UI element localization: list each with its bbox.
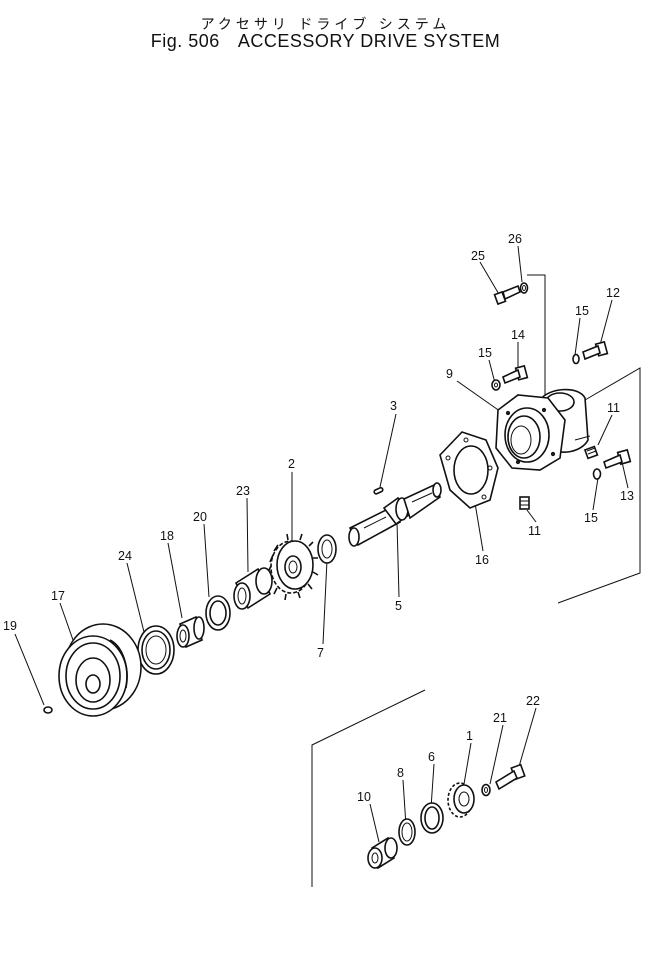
callout: 12 (606, 286, 620, 300)
part-10-bushing (367, 836, 398, 870)
callout: 16 (475, 553, 489, 567)
callout: 15 (575, 304, 589, 318)
callout: 21 (493, 711, 507, 725)
callout: 1 (466, 729, 473, 743)
part-5-shaft (348, 482, 442, 547)
callout: 19 (3, 619, 17, 633)
part-25-bolt (493, 284, 521, 306)
callout: 23 (236, 484, 250, 498)
part-21-washer (481, 783, 491, 797)
callout: 10 (357, 790, 371, 804)
part-16-gasket (439, 431, 499, 509)
callout: 14 (511, 328, 525, 342)
part-2-gear (267, 533, 319, 601)
part-13-bolt (603, 448, 632, 470)
figure-title-text: ACCESSORY DRIVE SYSTEM (237, 31, 501, 51)
part-9-housing (495, 388, 591, 471)
part-8-ring (398, 818, 416, 846)
figure-title: Fig. 506 ACCESSORY DRIVE SYSTEM (0, 31, 651, 52)
part-17-pulley (58, 623, 142, 717)
part-3-key (373, 486, 384, 495)
callout: 5 (395, 599, 402, 613)
part-11-plug-right (583, 445, 599, 460)
figure-number: Fig. 506 (150, 31, 220, 51)
callout: 8 (397, 766, 404, 780)
part-15-washer-right (592, 468, 602, 480)
callout: 11 (528, 524, 541, 538)
part-22-bolt (494, 763, 526, 791)
callout: 15 (584, 511, 598, 525)
part-18-bearing (176, 615, 205, 649)
callout: 3 (390, 399, 397, 413)
callout: 20 (193, 510, 207, 524)
callout: 6 (428, 750, 435, 764)
part-11-plug-bottom (519, 496, 530, 510)
callout: 9 (446, 367, 453, 381)
callout: 18 (160, 529, 174, 543)
part-1-gear (447, 782, 475, 818)
part-6-washer (420, 802, 444, 834)
callout-labels: 26 25 12 15 14 15 9 3 11 2 23 20 18 24 1… (3, 232, 634, 804)
callout: 17 (51, 589, 65, 603)
part-20-ring (205, 595, 231, 631)
callout: 13 (620, 489, 634, 503)
callout: 26 (508, 232, 522, 246)
callout: 25 (471, 249, 485, 263)
callout: 7 (317, 646, 324, 660)
leader-lines (14, 245, 629, 843)
title-japanese: アクセサリ ドライブ システム (200, 17, 451, 33)
callout: 22 (526, 694, 540, 708)
part-24-seal (137, 625, 175, 675)
part-15-washer-upper (572, 353, 580, 365)
callout: 2 (288, 457, 295, 471)
callout: 15 (478, 346, 492, 360)
group-outline-upper (527, 274, 641, 604)
group-outline-lower (311, 689, 426, 887)
part-19-key (43, 706, 53, 714)
callout: 11 (607, 401, 620, 415)
part-14-bolt (502, 364, 529, 385)
part-12-bolt (582, 340, 609, 361)
part-26-washer (519, 282, 529, 294)
part-15-washer-left (491, 379, 501, 391)
part-23-sleeve (233, 567, 273, 610)
part-7-washer (317, 534, 337, 564)
callout: 24 (118, 549, 132, 563)
